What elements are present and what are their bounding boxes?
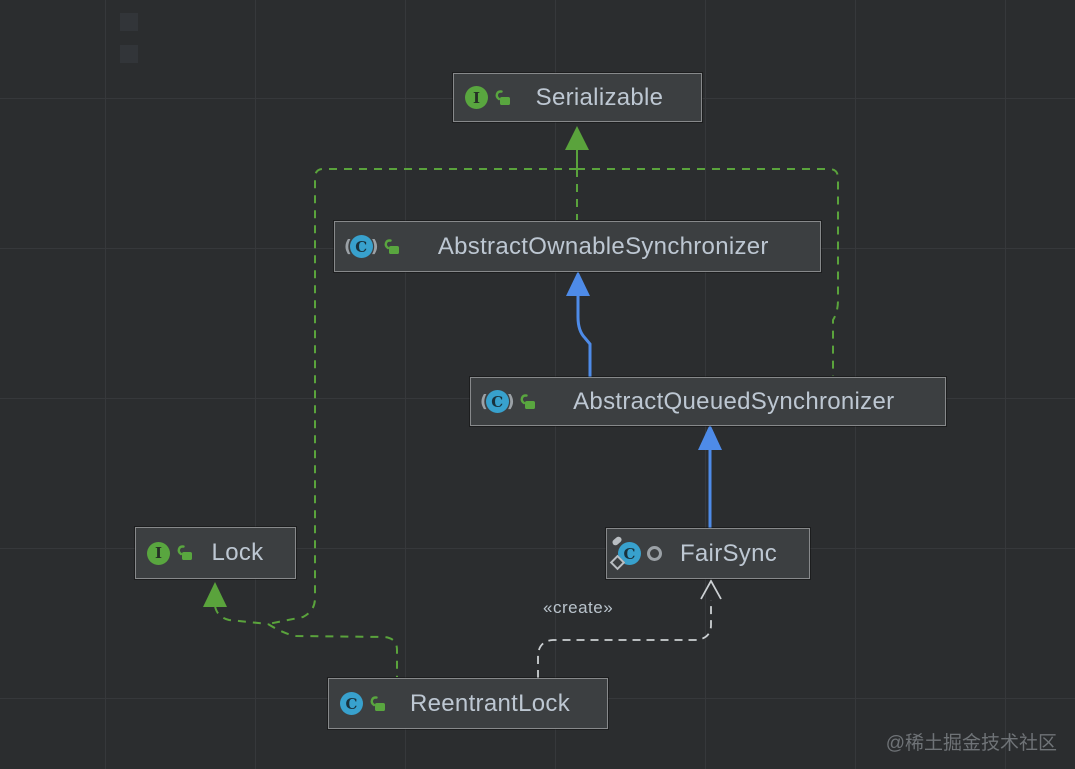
class-icon: C bbox=[340, 692, 363, 715]
node-serializable[interactable]: I Serializable bbox=[453, 73, 702, 122]
class-name: Serializable bbox=[535, 83, 664, 111]
node-abstract-ownable-synchronizer[interactable]: ( C ) AbstractOwnableSynchronizer bbox=[334, 221, 821, 272]
interface-icon: I bbox=[465, 86, 488, 109]
class-name: AbstractQueuedSynchronizer bbox=[573, 387, 895, 415]
edge-reentrantlock-creates-fairsync bbox=[537, 579, 722, 678]
edge-fairsync-extends-aqs bbox=[698, 424, 722, 528]
class-name: FairSync bbox=[679, 539, 778, 567]
node-reentrant-lock[interactable]: C ReentrantLock bbox=[328, 678, 608, 729]
edge-reentrantlock-to-lock bbox=[203, 582, 398, 677]
watermark: @稀土掘金技术社区 bbox=[885, 733, 1057, 754]
faint-square bbox=[120, 13, 138, 31]
dependency-arrowhead-fairsync bbox=[700, 579, 722, 600]
edge-reentrantlock-to-serializable bbox=[267, 168, 577, 625]
class-name: ReentrantLock bbox=[410, 689, 570, 717]
public-unlocked-icon bbox=[384, 238, 399, 254]
class-name: AbstractOwnableSynchronizer bbox=[437, 232, 769, 260]
edge-aqs-extends-aos bbox=[566, 271, 592, 377]
class-name: Lock bbox=[211, 539, 264, 566]
abstract-class-icon: ( C ) bbox=[480, 390, 515, 413]
public-unlocked-icon bbox=[495, 89, 510, 105]
public-unlocked-icon bbox=[177, 545, 192, 560]
node-fair-sync[interactable]: C FairSync bbox=[606, 528, 810, 579]
generalization-arrowhead-aqs bbox=[698, 424, 722, 450]
package-private-icon bbox=[647, 546, 662, 561]
generalization-arrowhead-aos bbox=[566, 271, 590, 296]
edge-aqs-to-serializable bbox=[577, 168, 839, 376]
faint-square bbox=[120, 45, 138, 63]
realization-arrowhead-serializable bbox=[565, 126, 589, 150]
node-abstract-queued-synchronizer[interactable]: ( C ) AbstractQueuedSynchronizer bbox=[470, 377, 946, 426]
realization-arrowhead-lock bbox=[203, 582, 227, 607]
static-final-class-icon: C bbox=[609, 535, 641, 571]
edge-label-create: «create» bbox=[543, 598, 614, 617]
node-lock[interactable]: I Lock bbox=[135, 527, 296, 579]
public-unlocked-icon bbox=[520, 393, 535, 409]
interface-icon: I bbox=[147, 541, 170, 565]
public-unlocked-icon bbox=[370, 695, 385, 711]
edge-realization-serializable bbox=[267, 126, 839, 625]
abstract-class-icon: ( C ) bbox=[344, 235, 379, 258]
